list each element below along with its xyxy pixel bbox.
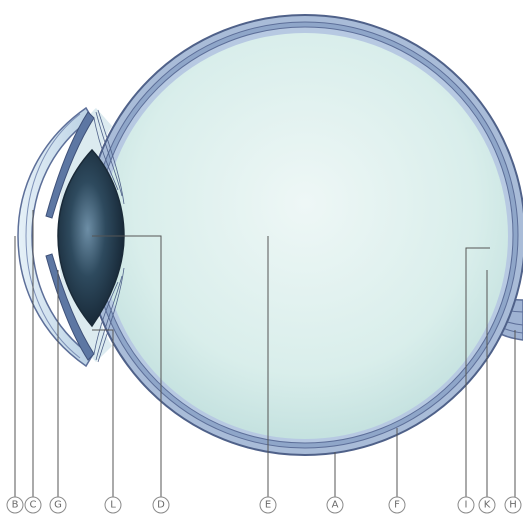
label-l: L: [105, 497, 121, 513]
label-b-text: B: [12, 500, 19, 511]
label-i: I: [458, 497, 474, 513]
label-e: E: [260, 497, 276, 513]
label-a: A: [327, 497, 343, 513]
label-f-text: F: [394, 500, 400, 511]
label-k-text: K: [484, 500, 491, 511]
label-g-text: G: [54, 500, 62, 511]
label-i-text: I: [465, 500, 468, 511]
label-l-text: L: [110, 500, 116, 511]
label-d: D: [153, 497, 169, 513]
label-b: B: [7, 497, 23, 513]
label-c: C: [25, 497, 41, 513]
label-h-text: H: [509, 500, 517, 511]
label-c-text: C: [30, 500, 37, 511]
label-e-text: E: [265, 500, 271, 511]
label-g: G: [50, 497, 66, 513]
label-f: F: [389, 497, 405, 513]
label-k: K: [479, 497, 495, 513]
label-h: H: [505, 497, 521, 513]
label-d-text: D: [157, 500, 165, 511]
vitreous-body: [102, 33, 508, 439]
label-a-text: A: [332, 500, 339, 511]
